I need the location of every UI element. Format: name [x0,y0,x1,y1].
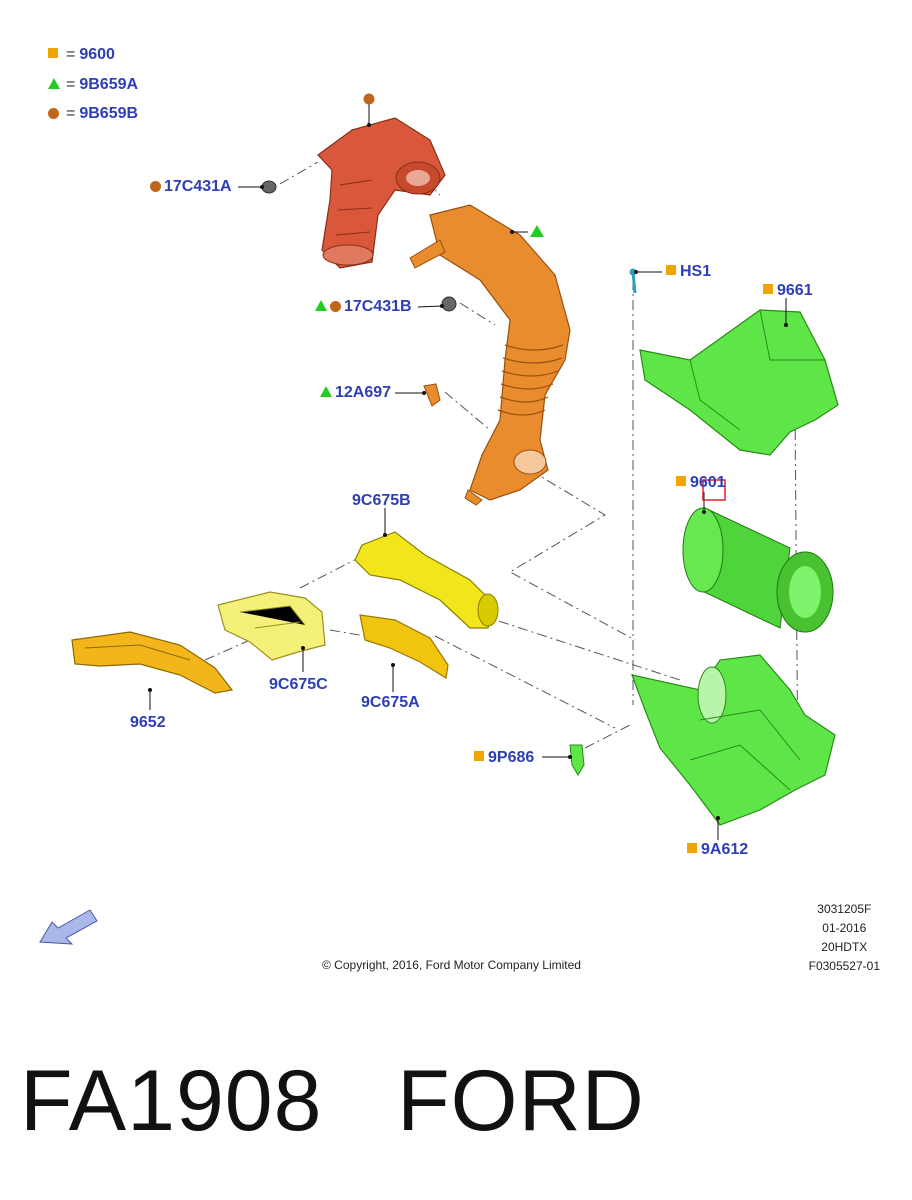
callout-9c675a[interactable]: 9C675A [361,694,420,711]
part-caption: FA1908 FORD [20,1053,645,1149]
legend-row-triangle: =9B659A [48,76,138,94]
triangle-icon [315,300,327,311]
gasket-17c431a-part [261,180,277,194]
callout-hs1[interactable]: HS1 [666,263,711,281]
callout-9a612[interactable]: 9A612 [687,841,748,859]
meta-line: F0305527-01 [808,959,880,973]
valve-9p686-part [569,744,585,776]
callout-9652[interactable]: 9652 [130,714,166,731]
diagram-svg [39,93,839,945]
triangle-symbol [530,225,544,237]
screw-hs1-part [629,268,637,294]
callout-9601[interactable]: 9601 [676,474,726,492]
cover-9661-part [639,309,839,456]
diagram-meta: 3031205F 01-2016 20HDTX F0305527-01 [809,900,880,976]
callout-9c675c[interactable]: 9C675C [269,676,328,693]
square-icon [687,843,697,853]
square-icon [48,46,62,64]
legend-code: 9B659A [79,76,139,93]
callout-9661[interactable]: 9661 [763,282,813,300]
circle-icon [330,301,341,312]
callout-9p686[interactable]: 9P686 [474,749,534,767]
square-icon [474,751,484,761]
triangle-icon [48,76,62,94]
highlight-box [702,479,726,501]
callout-17c431a[interactable]: 17C431A [150,178,232,196]
sensor-12a697-part [423,383,441,407]
duct-9652-part [71,631,234,694]
callout-17c431b[interactable]: 17C431B [315,298,412,316]
gasket-17c431b-part [441,296,457,312]
back-arrow-icon[interactable] [39,909,98,945]
meta-line: 20HDTX [821,940,868,954]
square-icon [763,284,773,294]
square-icon [676,476,686,486]
shield-9c675a-part [359,614,449,679]
copyright-text: © Copyright, 2016, Ford Motor Company Li… [322,958,581,972]
legend-code: 9B659B [79,105,139,122]
meta-line: 3031205F [817,902,872,916]
adapter-9c675c-part [217,591,326,661]
circle-icon [48,105,62,123]
callout-9c675b[interactable]: 9C675B [352,492,411,509]
legend-row-square: =9600 [48,46,115,64]
intake-duct-part [409,204,571,506]
tube-9c675b-part [354,531,499,629]
meta-line: 01-2016 [822,921,867,935]
circle-icon [150,181,161,192]
square-icon [666,265,676,275]
filter-9601-part [682,507,834,633]
circle-symbol [363,93,375,105]
parts-diagram [39,93,839,945]
legend-code: 9600 [79,46,115,63]
leader-lines [149,104,787,840]
leader-dots [148,123,788,820]
legend-row-circle: =9B659B [48,105,138,123]
triangle-icon [320,386,332,397]
callout-12a697[interactable]: 12A697 [320,384,391,402]
intake-elbow-part [317,117,446,269]
housing-9a612-part [631,654,836,826]
